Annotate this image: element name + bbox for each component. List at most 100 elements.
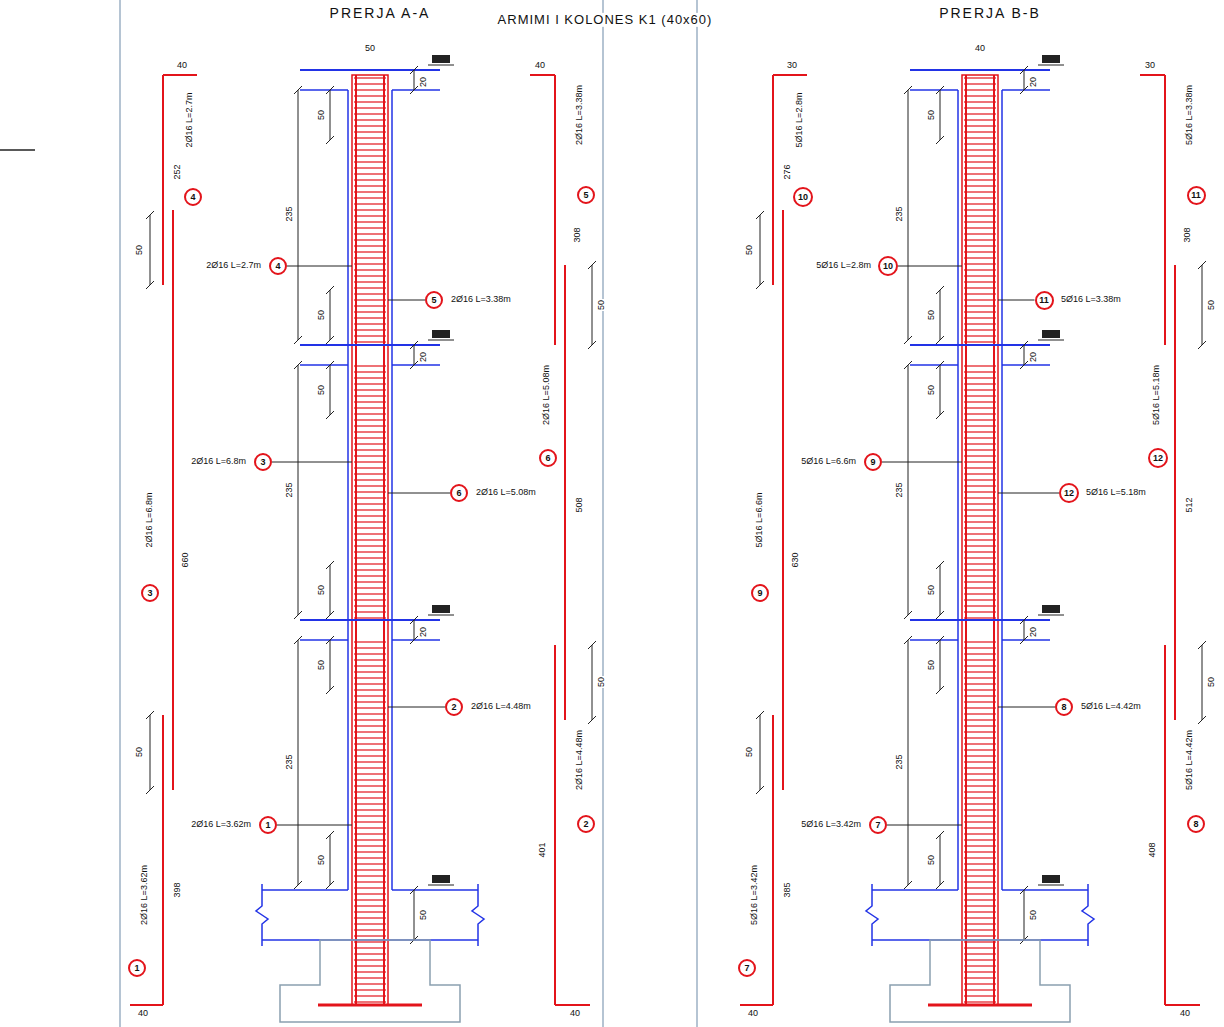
lap-length: 50 <box>597 676 607 688</box>
stirrup <box>354 509 386 510</box>
callout-circle: 5 <box>425 291 443 309</box>
stirrup <box>354 539 386 540</box>
callout-number: 4 <box>190 193 195 202</box>
dimension: 50 <box>317 854 327 866</box>
dimension-line <box>330 90 331 140</box>
stirrup <box>354 431 386 432</box>
stirrup <box>964 899 996 900</box>
callout-number: 10 <box>883 262 893 271</box>
bar-spec: 5Ø16 L=4.42m <box>1185 729 1195 791</box>
stirrup <box>964 539 996 540</box>
stirrup <box>964 851 996 852</box>
stirrup <box>964 161 996 162</box>
dimension: 50 <box>927 584 937 596</box>
stirrup <box>354 185 386 186</box>
stirrup <box>964 761 996 762</box>
stirrup <box>964 215 996 216</box>
stirrup <box>354 467 386 468</box>
dimension-line <box>1024 890 1025 940</box>
stirrup <box>354 857 386 858</box>
dimension-line <box>330 290 331 340</box>
stirrup <box>354 83 386 84</box>
dimension-line <box>908 90 909 340</box>
slab-line <box>910 344 1050 346</box>
stirrup <box>354 257 386 258</box>
dimension-tick <box>326 561 334 569</box>
stirrup <box>964 719 996 720</box>
dimension-tick <box>936 361 944 369</box>
stirrup <box>964 779 996 780</box>
stirrup <box>964 875 996 876</box>
bar-spec: 5Ø16 L=3.42m <box>750 864 760 926</box>
dimension-line <box>940 290 941 340</box>
stirrup <box>964 677 996 678</box>
callout-circle: 7 <box>738 959 756 977</box>
callout-circle: 2 <box>445 698 463 716</box>
stirrup <box>964 947 996 948</box>
level-marker <box>432 55 450 63</box>
bar-length: 252 <box>173 163 183 180</box>
leader-line <box>277 825 352 826</box>
stirrup <box>354 515 386 516</box>
stirrup <box>964 983 996 984</box>
stirrup <box>964 641 996 642</box>
stirrup <box>964 575 996 576</box>
stirrup <box>964 713 996 714</box>
stirrup <box>964 605 996 606</box>
stirrup <box>354 299 386 300</box>
stirrup <box>964 341 996 342</box>
dimension-tick <box>410 636 418 644</box>
dimension-tick <box>294 611 302 619</box>
dimension: 50 <box>317 584 327 596</box>
stirrup <box>354 263 386 264</box>
dimension-line <box>592 645 593 720</box>
stirrup <box>354 713 386 714</box>
beam-line <box>872 889 958 891</box>
stirrup <box>354 833 386 834</box>
dimension: 20 <box>1029 351 1039 363</box>
bar-length: 308 <box>573 226 583 243</box>
stirrup <box>964 857 996 858</box>
stirrup <box>964 191 996 192</box>
stirrup <box>964 515 996 516</box>
column-outline <box>347 90 349 890</box>
stirrup <box>964 221 996 222</box>
stirrup <box>964 503 996 504</box>
stirrup <box>354 929 386 930</box>
stirrup <box>964 929 996 930</box>
rebar <box>740 1004 773 1006</box>
dimension-tick <box>936 611 944 619</box>
dimension-tick <box>326 136 334 144</box>
stirrup <box>354 551 386 552</box>
rebar <box>318 1004 422 1007</box>
slab-line <box>1002 639 1050 641</box>
stirrup <box>964 923 996 924</box>
dimension-tick <box>410 66 418 74</box>
level-marker <box>1038 885 1064 886</box>
dimension-line <box>1024 70 1025 90</box>
stirrup <box>354 935 386 936</box>
slab-line <box>1002 364 1050 366</box>
stirrup <box>964 389 996 390</box>
section-title: PRERJA B-B <box>938 6 1042 21</box>
rebar <box>773 74 807 76</box>
stirrup <box>964 179 996 180</box>
stirrup <box>354 293 386 294</box>
level-marker <box>1042 330 1060 338</box>
slab-line <box>300 344 440 346</box>
stirrup <box>964 809 996 810</box>
rebar <box>163 74 197 76</box>
stirrup <box>354 941 386 942</box>
stirrup <box>964 251 996 252</box>
dimension-line <box>940 365 941 415</box>
stirrup <box>354 863 386 864</box>
dimension-tick <box>588 716 596 724</box>
stirrup <box>964 299 996 300</box>
stirrup <box>354 755 386 756</box>
lap-length: 50 <box>135 244 145 256</box>
lap-length: 50 <box>597 299 607 311</box>
stirrup <box>354 101 386 102</box>
break-line <box>472 884 484 946</box>
stirrup <box>354 329 386 330</box>
dimension-tick <box>936 136 944 144</box>
